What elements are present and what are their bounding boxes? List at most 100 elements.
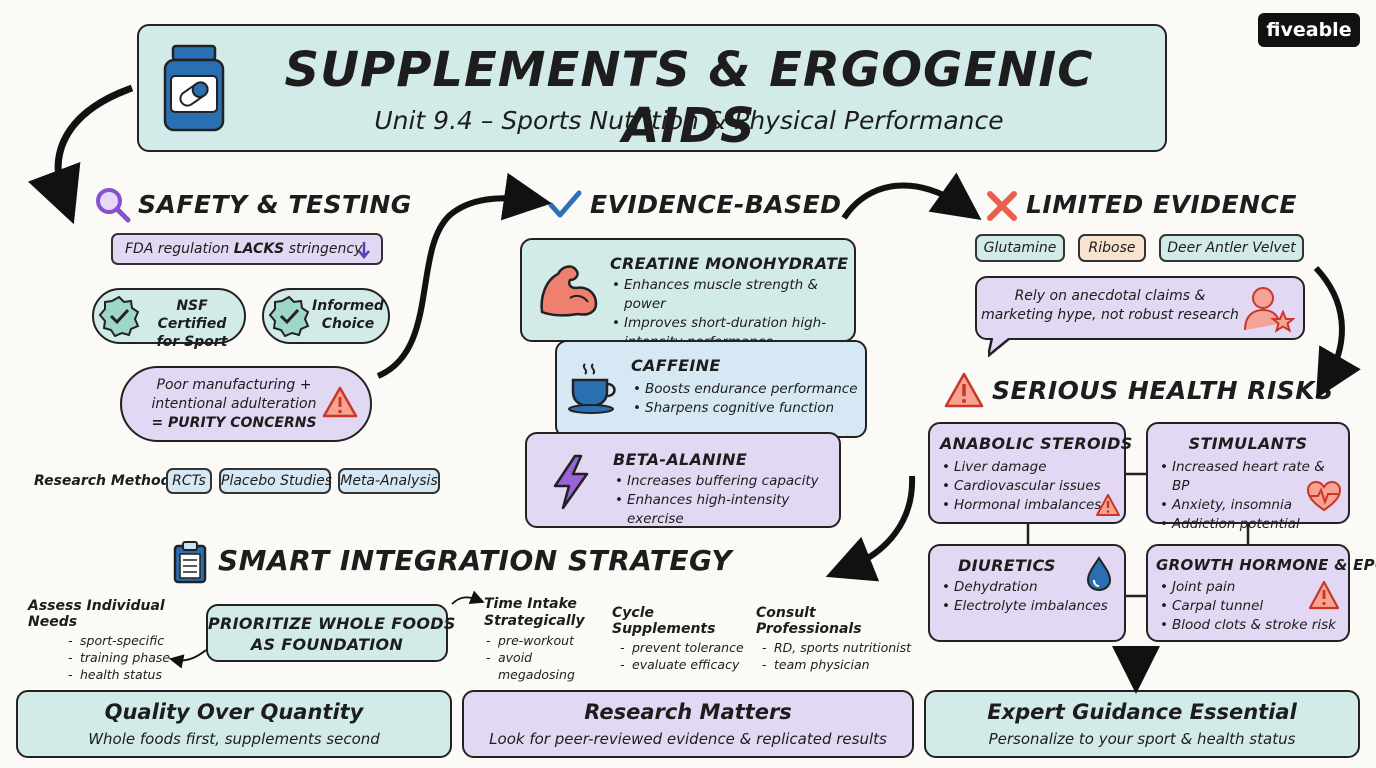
- arrow-prioritize-to-timing: [451, 590, 485, 605]
- flexed-bicep-icon: [540, 265, 598, 317]
- takeaway-title: Expert Guidance Essential: [987, 700, 1297, 724]
- diuretics-title: DIURETICS: [958, 556, 1056, 575]
- diuretics-points: Dehydration Electrolyte imbalances: [940, 578, 1124, 616]
- creatine-title: CREATINE MONOHYDRATE: [610, 254, 849, 273]
- growth-point: Blood clots & stroke risk: [1158, 616, 1346, 635]
- tag-ribose: Ribose: [1078, 234, 1146, 262]
- tag-glutamine: Glutamine: [975, 234, 1065, 262]
- prioritize-line1: PRIORITIZE WHOLE FOODS: [208, 614, 456, 633]
- clipboard-icon: [173, 541, 207, 584]
- assess-title: Assess Individual Needs: [28, 598, 165, 630]
- stimulants-point: Anxiety, insomnia: [1158, 496, 1346, 515]
- takeaway-title: Quality Over Quantity: [104, 700, 364, 724]
- limited-heading: LIMITED EVIDENCE: [1026, 190, 1297, 219]
- cycle-title: Cycle Supplements: [612, 605, 716, 637]
- diuretics-point: Dehydration: [940, 578, 1124, 597]
- heart-pulse-icon: [1306, 480, 1342, 512]
- diuretics-point: Electrolyte imbalances: [940, 597, 1124, 616]
- certified-check-icon: [98, 295, 140, 337]
- informed-badge-text: Informed Choice: [308, 297, 388, 333]
- steroids-point: Liver damage: [940, 458, 1124, 477]
- takeaway-title: Research Matters: [584, 700, 792, 724]
- method-tag-meta-analysis: Meta-Analysis: [338, 468, 440, 494]
- nsf-line2: for Sport: [156, 334, 228, 350]
- warning-icon: [322, 386, 358, 418]
- prioritize-whole-foods-box: PRIORITIZE WHOLE FOODS AS FOUNDATION: [206, 604, 456, 662]
- purity-line3: = PURITY CONCERNS: [151, 415, 317, 431]
- consult-title: Consult Professionals: [756, 605, 862, 637]
- prioritize-line2: AS FOUNDATION: [250, 635, 404, 654]
- purity-concerns-cloud: Poor manufacturing + intentional adulter…: [120, 366, 372, 442]
- informed-line2: Choice: [321, 316, 375, 332]
- method-tag-rcts: RCTs: [166, 468, 212, 494]
- x-mark-icon: [987, 191, 1017, 221]
- certified-check-icon: [268, 295, 310, 337]
- nsf-certified-badge: NSF Certified for Sport: [92, 288, 246, 350]
- caffeine-card: CAFFEINE Boosts endurance performance Sh…: [555, 340, 867, 438]
- arrow-header-to-safety: [27, 84, 134, 225]
- assess-point: sport-specific: [66, 632, 208, 649]
- fda-text-prefix: FDA regulation: [125, 241, 234, 257]
- arrow-prioritize-to-assess: [168, 649, 207, 669]
- caffeine-point: Sharpens cognitive function: [631, 399, 861, 418]
- header-banner: SUPPLEMENTS & ERGOGENIC AIDS Unit 9.4 – …: [137, 24, 1167, 154]
- diuretics-card: DIURETICS Dehydration Electrolyte imbala…: [928, 544, 1126, 642]
- assess-point: health status: [66, 666, 208, 683]
- arrow-limited-to-risks: [1313, 265, 1361, 399]
- takeaway-text: Personalize to your sport & health statu…: [988, 730, 1296, 748]
- steroids-title: ANABOLIC STEROIDS: [940, 434, 1133, 453]
- informed-choice-badge: Informed Choice: [262, 288, 390, 344]
- water-drop-icon: [1086, 556, 1112, 592]
- beta-alanine-card: BETA-ALANINE Increases buffering capacit…: [525, 432, 841, 528]
- evidence-heading: EVIDENCE-BASED: [590, 190, 842, 219]
- cycle-point: prevent tolerance: [618, 639, 756, 656]
- takeaway-research: Research Matters Look for peer-reviewed …: [462, 690, 914, 758]
- takeaway-quality: Quality Over Quantity Whole foods first,…: [16, 690, 452, 758]
- warning-icon: [1308, 580, 1340, 610]
- brand-logo: fiveable: [1258, 13, 1360, 47]
- anabolic-steroids-card: ANABOLIC STEROIDS Liver damage Cardiovas…: [928, 422, 1132, 524]
- fda-regulation-note: FDA regulation LACKS stringency: [111, 233, 383, 265]
- beta-alanine-title: BETA-ALANINE: [613, 450, 748, 469]
- nsf-badge-text: NSF Certified for Sport: [140, 297, 244, 351]
- caffeine-point: Boosts endurance performance: [631, 380, 861, 399]
- cycle-supplements-block: Cycle Supplements prevent tolerance eval…: [612, 605, 756, 673]
- speech-tail: [988, 338, 1011, 358]
- time-point: avoid megadosing: [484, 649, 608, 683]
- time-title-line2: Strategically: [484, 613, 585, 629]
- informed-line1: Informed: [312, 298, 384, 314]
- influencer-star-icon: [1244, 287, 1295, 333]
- beta-alanine-point: Increases buffering capacity: [613, 472, 839, 491]
- assess-points: sport-specific training phase health sta…: [28, 632, 208, 683]
- time-points: pre-workout avoid megadosing: [484, 632, 608, 683]
- stimulants-title: STIMULANTS: [1188, 434, 1308, 453]
- caffeine-points: Boosts endurance performance Sharpens co…: [631, 380, 861, 418]
- anecdotal-text: Rely on anecdotal claims & marketing hyp…: [981, 287, 1239, 325]
- takeaway-text: Look for peer-reviewed evidence & replic…: [489, 730, 887, 748]
- assess-point: training phase: [66, 649, 208, 666]
- arrow-down-icon: [358, 242, 370, 259]
- time-title-line1: Time Intake: [484, 596, 577, 612]
- research-methods-label: Research Methods:: [34, 473, 185, 489]
- method-tag-placebo: Placebo Studies: [219, 468, 332, 494]
- page-subtitle: Unit 9.4 – Sports Nutrition & Physical P…: [374, 106, 1004, 135]
- cycle-point: evaluate efficacy: [618, 656, 756, 673]
- nsf-line1: NSF Certified: [157, 298, 227, 332]
- growth-hormone-card: GROWTH HORMONE & EPO Joint pain Carpal t…: [1146, 544, 1376, 642]
- prioritize-text: PRIORITIZE WHOLE FOODS AS FOUNDATION: [208, 613, 456, 655]
- caffeine-title: CAFFEINE: [631, 356, 721, 375]
- arrow-evidence-to-strategy: [825, 475, 916, 582]
- anecdotal-line2: marketing hype, not robust research: [981, 307, 1239, 323]
- creatine-point: Enhances muscle strength & power: [610, 276, 850, 314]
- steroids-point: Hormonal imbalances: [940, 496, 1124, 515]
- stimulants-point: Addiction potential: [1158, 515, 1346, 534]
- fda-text-bold: LACKS: [233, 241, 285, 257]
- stimulants-points: Increased heart rate & BP Anxiety, insom…: [1158, 458, 1346, 534]
- purity-text: Poor manufacturing + intentional adulter…: [136, 376, 332, 433]
- arrow-evidence-to-limited: [841, 172, 982, 220]
- coffee-cup-icon: [568, 363, 616, 414]
- cycle-points: prevent tolerance evaluate efficacy: [612, 639, 756, 673]
- anecdotal-line1: Rely on anecdotal claims &: [1014, 288, 1206, 304]
- growth-points: Joint pain Carpal tunnel Blood clots & s…: [1158, 578, 1346, 635]
